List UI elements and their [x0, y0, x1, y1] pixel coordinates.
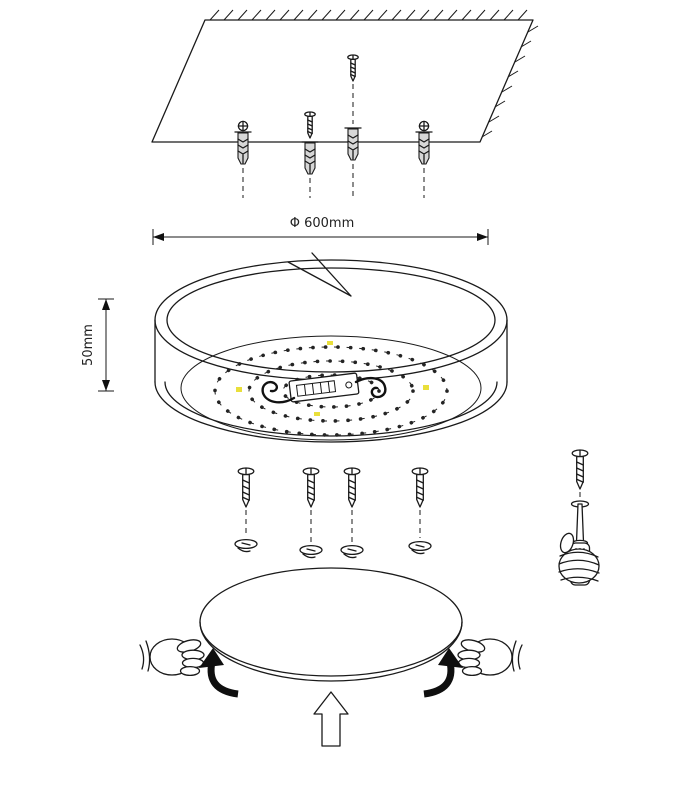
arrowhead-right [477, 233, 488, 241]
diameter-label: Φ 600mm [290, 216, 355, 231]
led-highlight-mark [314, 412, 320, 416]
slot-hole-icon [299, 544, 323, 559]
diffuser-cover [200, 568, 462, 681]
wire-right [354, 376, 387, 399]
dimension-line [153, 229, 488, 245]
screw-icon [411, 467, 429, 508]
screw-icon [343, 467, 361, 508]
push-up-arrow-icon [314, 692, 348, 746]
arrowhead-bottom [102, 380, 110, 391]
screw-icon [302, 467, 320, 508]
anchor-set [234, 54, 433, 198]
slot-hole-icon [408, 540, 432, 555]
rim-inner [167, 268, 495, 372]
arrowhead-left [153, 233, 164, 241]
screw-icon [237, 467, 255, 508]
screw-head-icon [237, 120, 249, 132]
arrowhead-top [102, 299, 110, 310]
dimension-height: 50mm [81, 299, 114, 391]
drum-bottom-inner [165, 382, 497, 436]
slot-hole-icon [234, 538, 258, 553]
screw-icon [571, 449, 589, 490]
led-highlight-mark [327, 341, 333, 345]
screw-head-icon [418, 120, 430, 132]
lamp-body [155, 253, 507, 442]
diffuser-edge [200, 622, 462, 681]
dimension-line [98, 299, 114, 391]
hand-left-icon [139, 636, 205, 677]
rim-notch [288, 253, 351, 296]
drum-bottom-outer [155, 382, 507, 442]
led-highlight-mark [423, 385, 429, 390]
led-highlight-mark [236, 387, 242, 392]
ceiling-surface [152, 20, 533, 142]
ceiling-panel [152, 10, 538, 142]
wire-left [261, 380, 296, 404]
screwdriver-assembly [558, 449, 599, 585]
driver-box [289, 373, 359, 402]
dimension-width: Φ 600mm [153, 216, 488, 245]
hatch-marks-right [482, 26, 538, 137]
diffuser-top [200, 568, 462, 676]
hand-right-icon [457, 636, 523, 677]
screw-row [234, 467, 432, 559]
hand-screwdriver-icon [558, 532, 599, 583]
screwdriver-shaft [577, 504, 584, 542]
wall-plug-icon [301, 141, 319, 175]
hatch-marks-top [210, 10, 527, 20]
slot-hole-icon [340, 544, 364, 559]
height-label: 50mm [81, 324, 96, 366]
lamp-face [181, 336, 481, 440]
led-rings [213, 345, 449, 437]
drum-side-walls [155, 320, 507, 382]
